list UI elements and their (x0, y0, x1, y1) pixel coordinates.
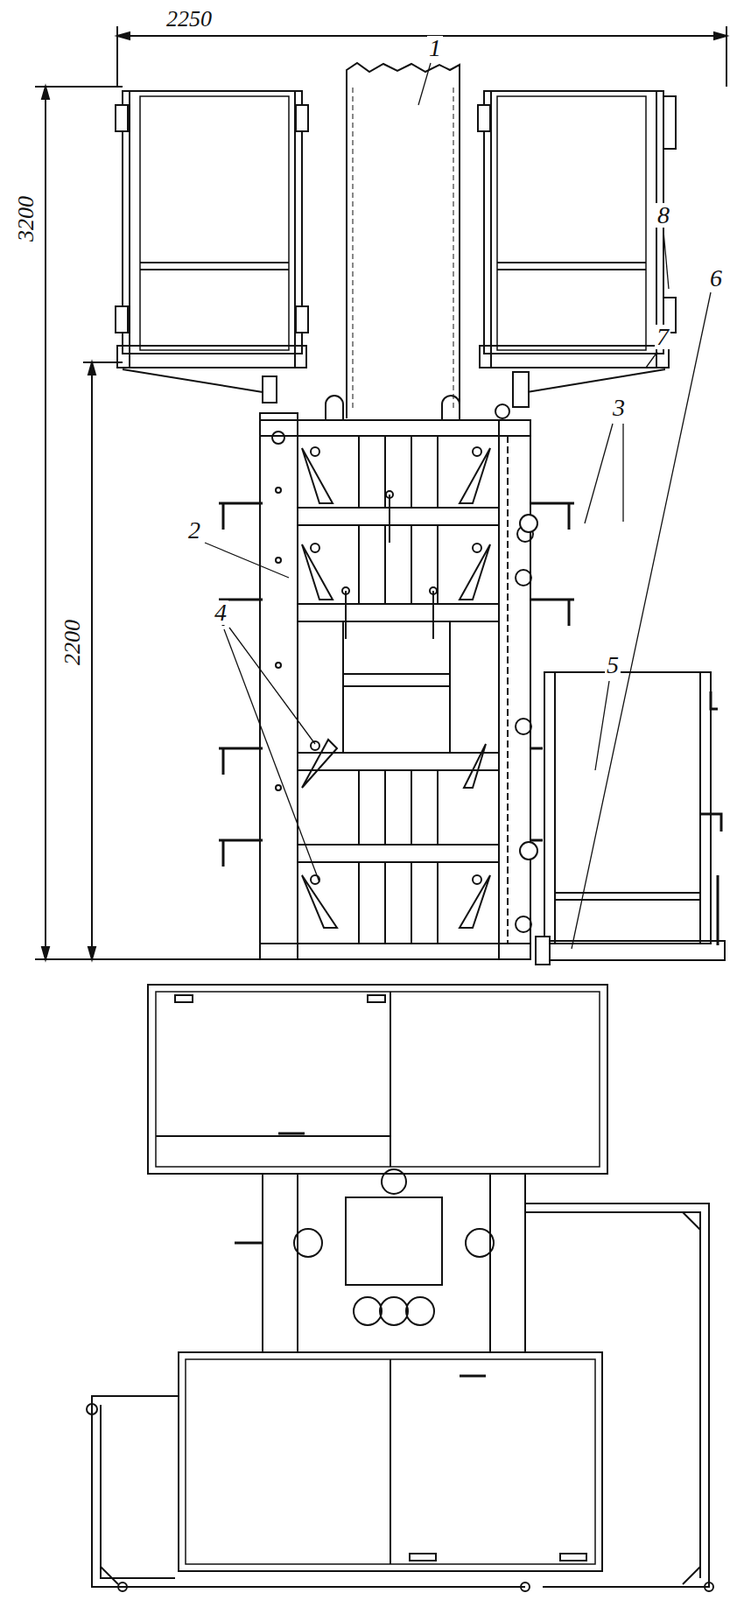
leader-lines (204, 63, 711, 949)
callout-number: 3 (610, 395, 627, 421)
dimension-value: 3200 (14, 194, 38, 244)
dimension-value: 2200 (61, 617, 85, 667)
callout-number: 2 (186, 518, 203, 543)
basket-right (477, 91, 676, 419)
dimension-value: 2250 (164, 7, 214, 31)
callout-number: 7 (654, 324, 671, 350)
callout-number: 1 (427, 35, 443, 61)
basket-left (115, 91, 309, 403)
callout-number: 6 (708, 266, 724, 291)
lifting-frame (218, 395, 575, 960)
callout-number: 4 (212, 600, 229, 625)
plan-view (86, 984, 714, 1592)
mast (346, 63, 460, 419)
callout-number: 8 (655, 203, 672, 228)
callout-number: 5 (604, 652, 621, 678)
dimension-lines (35, 26, 727, 960)
side-basket (535, 672, 725, 965)
